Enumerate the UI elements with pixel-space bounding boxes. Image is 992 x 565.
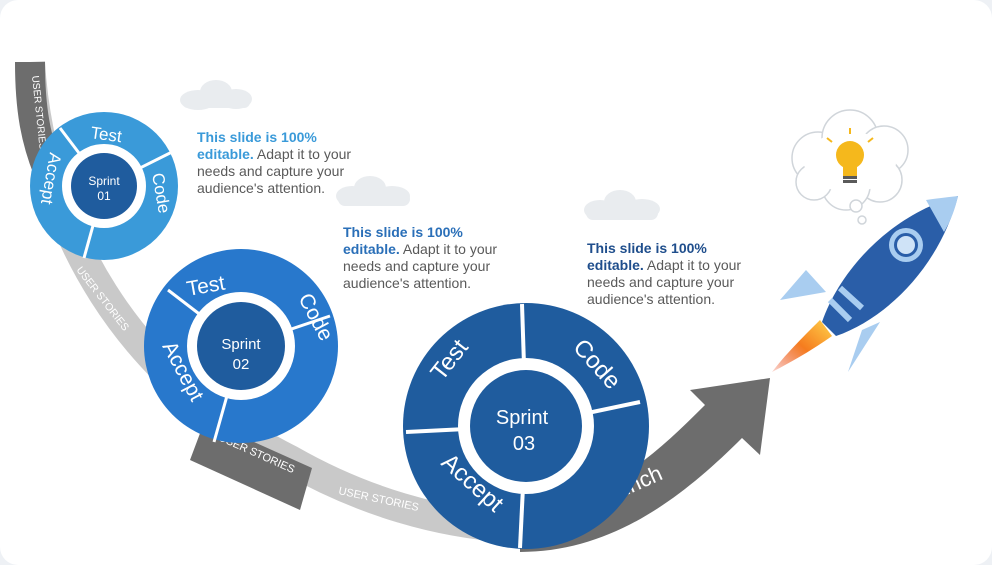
description-text-3: This slide is 100% editable. Adapt it to…: [587, 240, 767, 308]
sprint-03-number: 03: [513, 433, 535, 455]
description-rest-1: Adapt it to your needs and capture your …: [197, 146, 352, 196]
user-stories-segment-dark: [190, 420, 312, 510]
sprint-01-number: 01: [97, 189, 111, 203]
sprint-03-label: Sprint: [496, 407, 549, 429]
cloud-icon: [584, 190, 660, 220]
sprint-02-label: Sprint: [221, 336, 261, 353]
sprint-02-cycle: Sprint 02 Test Code Accept: [144, 249, 338, 443]
rocket-icon: [772, 196, 958, 372]
sprint-01-cycle: Sprint 01 Test Code Accept: [30, 112, 178, 260]
light-bulb-icon: [826, 128, 874, 183]
description-bold-1: This slide is 100% editable.: [197, 129, 317, 162]
sprint-01-label: Sprint: [88, 174, 120, 188]
description-rest-3: Adapt it to your needs and capture your …: [587, 257, 742, 307]
sprint-02-number: 02: [233, 356, 250, 373]
description-bold-2: This slide is 100% editable.: [343, 224, 463, 257]
description-text-2: This slide is 100% editable. Adapt it to…: [343, 224, 523, 292]
description-bold-3: This slide is 100% editable.: [587, 240, 707, 273]
description-text-1: This slide is 100% editable. Adapt it to…: [197, 129, 377, 197]
cloud-icon: [180, 80, 252, 110]
sprint-01-test: Test: [89, 123, 123, 146]
description-rest-2: Adapt it to your needs and capture your …: [343, 241, 498, 291]
sprint-03-cycle: Sprint 03 Test Code Accept: [403, 303, 649, 549]
cloud-icon: [336, 176, 410, 206]
